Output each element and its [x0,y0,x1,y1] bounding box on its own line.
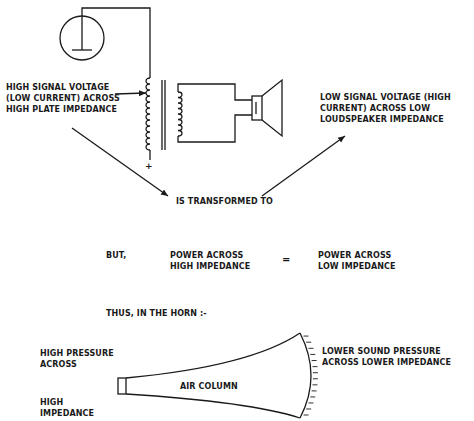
voice-coil [255,102,256,114]
air-column-label: AIR COLUMN [180,381,260,392]
speaker-wire [178,84,252,100]
polarity-mark: + [145,161,157,172]
equals-sign: = [282,254,296,265]
plate-wire [82,8,150,78]
plate-note: HIGH SIGNAL VOLTAGE (LOW CURRENT) ACROSS… [6,82,126,115]
horn-mouth [300,333,311,418]
hatch-stroke [304,414,309,415]
speaker-magnet [252,96,262,120]
hatch-stroke [306,342,311,343]
transformer-core [164,80,165,150]
pointer-arrow [262,136,345,196]
statement-word: BUT, [106,250,146,261]
hatch-stroke [304,336,309,337]
transformer-core [161,80,162,150]
hatch-stroke [312,366,317,367]
throat-note: HIGH PRESSURE ACROSS [40,348,120,370]
hatch-stroke [306,408,311,409]
mouth-note: LOWER SOUND PRESSURE ACROSS LOWER IMPEDA… [322,346,462,368]
sound-wave-hatching [304,336,318,415]
pointer-arrow [115,93,146,94]
transform-note: IS TRANSFORMED TO [176,196,316,207]
hatch-stroke [313,372,318,373]
primary-coil [146,78,150,150]
hatch-stroke [312,390,317,391]
power-term: POWER ACROSS HIGH IMPEDANCE [170,250,265,272]
power-term: POWER ACROSS LOW IMPEDANCE [318,250,413,272]
speaker-wire [178,115,252,142]
hatch-stroke [313,378,318,379]
speaker-note: LOW SIGNAL VOLTAGE (HIGH CURRENT) ACROSS… [320,92,470,125]
tube-cathode [72,49,92,50]
hatch-stroke [312,360,317,361]
throat-note: HIGH IMPEDANCE [40,397,120,419]
pointer-arrow [72,128,168,196]
b-plus-wire [149,150,150,160]
horn-wall [126,333,300,378]
horn-heading: THUS, IN THE HORN :- [106,308,276,319]
secondary-coil [178,92,182,136]
hatch-stroke [312,384,317,385]
tube-electrode [81,27,82,50]
horn-wall [126,394,300,418]
hatch-stroke [308,402,313,403]
speaker-cone [262,80,282,136]
horn-throat [118,378,126,394]
hatch-stroke [310,396,315,397]
hatch-stroke [310,354,315,355]
hatch-stroke [308,348,313,349]
